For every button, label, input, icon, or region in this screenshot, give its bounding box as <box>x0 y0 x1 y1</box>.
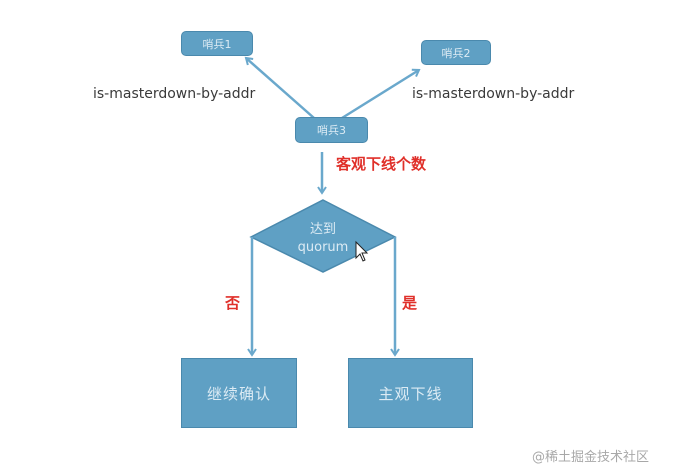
mouse-cursor-icon <box>355 240 369 262</box>
decision-line2: quorum <box>297 240 349 255</box>
right-command-label: is-masterdown-by-addr <box>412 86 575 102</box>
left-command-label: is-masterdown-by-addr <box>93 86 256 102</box>
arrow-to-sentinel2 <box>341 68 421 120</box>
objective-count-label: 客观下线个数 <box>336 155 427 173</box>
sentinel1-node: 哨兵1 <box>181 31 253 56</box>
arrow-to-sentinel1 <box>244 56 315 119</box>
sentinel2-node: 哨兵2 <box>421 40 491 65</box>
subjective-down-label: 主观下线 <box>378 384 443 403</box>
yes-label: 是 <box>402 294 418 312</box>
sentinel3-label: 哨兵3 <box>317 124 346 137</box>
decision-line1: 达到 <box>309 222 336 237</box>
no-label: 否 <box>225 294 241 312</box>
sentinel2-label: 哨兵2 <box>441 46 471 60</box>
continue-confirm-node: 继续确认 <box>181 358 297 428</box>
sentinel3-node: 哨兵3 <box>295 117 368 143</box>
continue-confirm-label: 继续确认 <box>206 384 271 403</box>
subjective-down-node: 主观下线 <box>348 358 473 428</box>
sentinel1-label: 哨兵1 <box>202 37 232 51</box>
watermark: @稀土掘金技术社区 <box>532 450 650 465</box>
